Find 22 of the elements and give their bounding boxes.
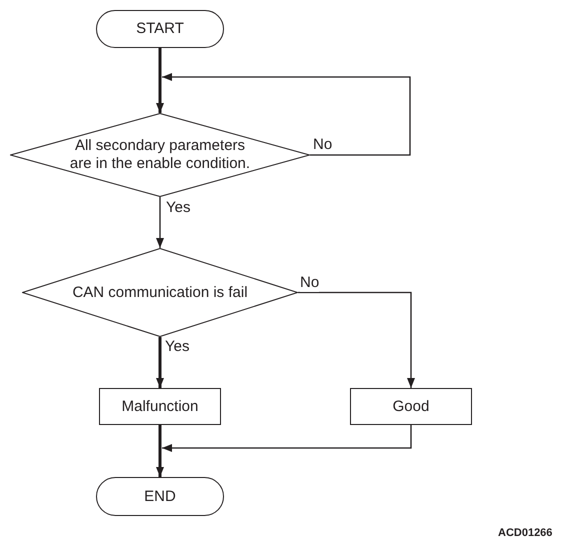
flow-arrow	[162, 425, 412, 452]
flow-line	[158, 425, 162, 448]
flow-arrow	[156, 448, 164, 477]
process-box	[350, 388, 472, 425]
process-text: Good	[392, 398, 430, 416]
flow-arrow	[156, 77, 164, 113]
figure-code: ACD01266	[498, 526, 552, 540]
decision-diamond	[10, 113, 310, 197]
terminal-pill	[96, 477, 224, 516]
flow-arrow	[162, 73, 411, 156]
terminal-text: END	[144, 488, 176, 506]
process-box	[99, 388, 221, 425]
decision-diamond	[22, 248, 298, 337]
process-text: Malfunction	[122, 398, 198, 416]
decision-text: All secondary parameters are in the enable condition.	[68, 137, 252, 173]
flow-arrow	[156, 197, 164, 248]
decision-text: CAN communication is fail	[71, 284, 249, 302]
flow-line	[158, 48, 162, 77]
flow-arrow	[298, 292, 415, 388]
flow-arrow	[156, 337, 164, 388]
terminal-text: START	[136, 20, 184, 38]
terminal-pill	[96, 10, 224, 48]
